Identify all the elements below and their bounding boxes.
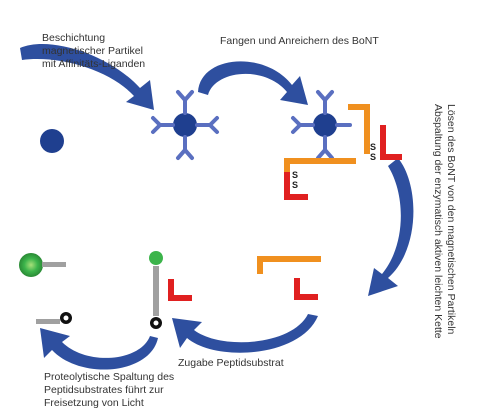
ligand-left-icon bbox=[151, 116, 175, 134]
label-cleavage-line: Freisetzung von Licht bbox=[44, 397, 144, 409]
bont-molecule-upper bbox=[348, 104, 402, 160]
label-coating-line: magnetischer Partikel bbox=[42, 45, 143, 57]
coated-particle bbox=[151, 90, 219, 160]
label-substrate: Zugabe Peptidsubstrat bbox=[178, 357, 284, 370]
process-arrows bbox=[20, 43, 414, 370]
released-light-chain bbox=[294, 278, 318, 300]
peptide-substrate bbox=[153, 266, 159, 316]
disulfide-label: S bbox=[370, 142, 376, 152]
label-substrate-line: Zugabe Peptidsubstrat bbox=[178, 357, 284, 369]
arrow-release bbox=[368, 158, 414, 296]
substrate-with-enzyme bbox=[149, 251, 192, 329]
label-coating-line: mit Affinitäts-Liganden bbox=[42, 58, 146, 70]
label-cleavage: Proteolytische Spaltung des Peptidsubstr… bbox=[44, 371, 174, 410]
label-capture: Fangen und Anreichern des BoNT bbox=[220, 35, 379, 48]
ligand-right-icon bbox=[195, 116, 219, 134]
arrow-substrate bbox=[172, 314, 318, 353]
disulfide-label: S bbox=[370, 152, 376, 162]
label-cleavage-line: Proteolytische Spaltung des bbox=[44, 371, 175, 383]
ligand-top-icon bbox=[176, 90, 194, 115]
label-capture-line: Fangen und Anreichern des BoNT bbox=[220, 35, 379, 47]
label-coating: Beschichtung magnetischer Partikel mit A… bbox=[42, 32, 145, 71]
arrow-cleavage bbox=[40, 328, 158, 370]
label-release: Lösen des BoNT von den magnetischen Part… bbox=[431, 104, 457, 339]
arrow-coating bbox=[20, 43, 154, 110]
magnetic-particle bbox=[40, 129, 64, 153]
label-coating-line: Beschichtung bbox=[42, 32, 106, 44]
bont-molecule-lower bbox=[284, 158, 356, 200]
disulfide-label: S bbox=[292, 170, 298, 180]
arrow-capture bbox=[198, 61, 308, 105]
ligand-bottom-icon bbox=[176, 135, 194, 160]
captured-bont-particle bbox=[284, 90, 402, 200]
released-heavy-chain bbox=[257, 256, 321, 274]
glowing-fluorophore-icon bbox=[19, 253, 43, 277]
cleaved-products bbox=[19, 253, 72, 324]
light-chain-enzyme bbox=[168, 279, 174, 301]
label-cleavage-line: Peptidsubstrates führt zur bbox=[44, 384, 164, 396]
green-fluorophore-icon bbox=[149, 251, 163, 265]
label-release-line: Abspaltung der enzymatisch aktiven leich… bbox=[432, 104, 444, 339]
disulfide-label: S bbox=[292, 180, 298, 190]
label-release-line: Lösen des BoNT von den magnetischen Part… bbox=[445, 104, 457, 335]
